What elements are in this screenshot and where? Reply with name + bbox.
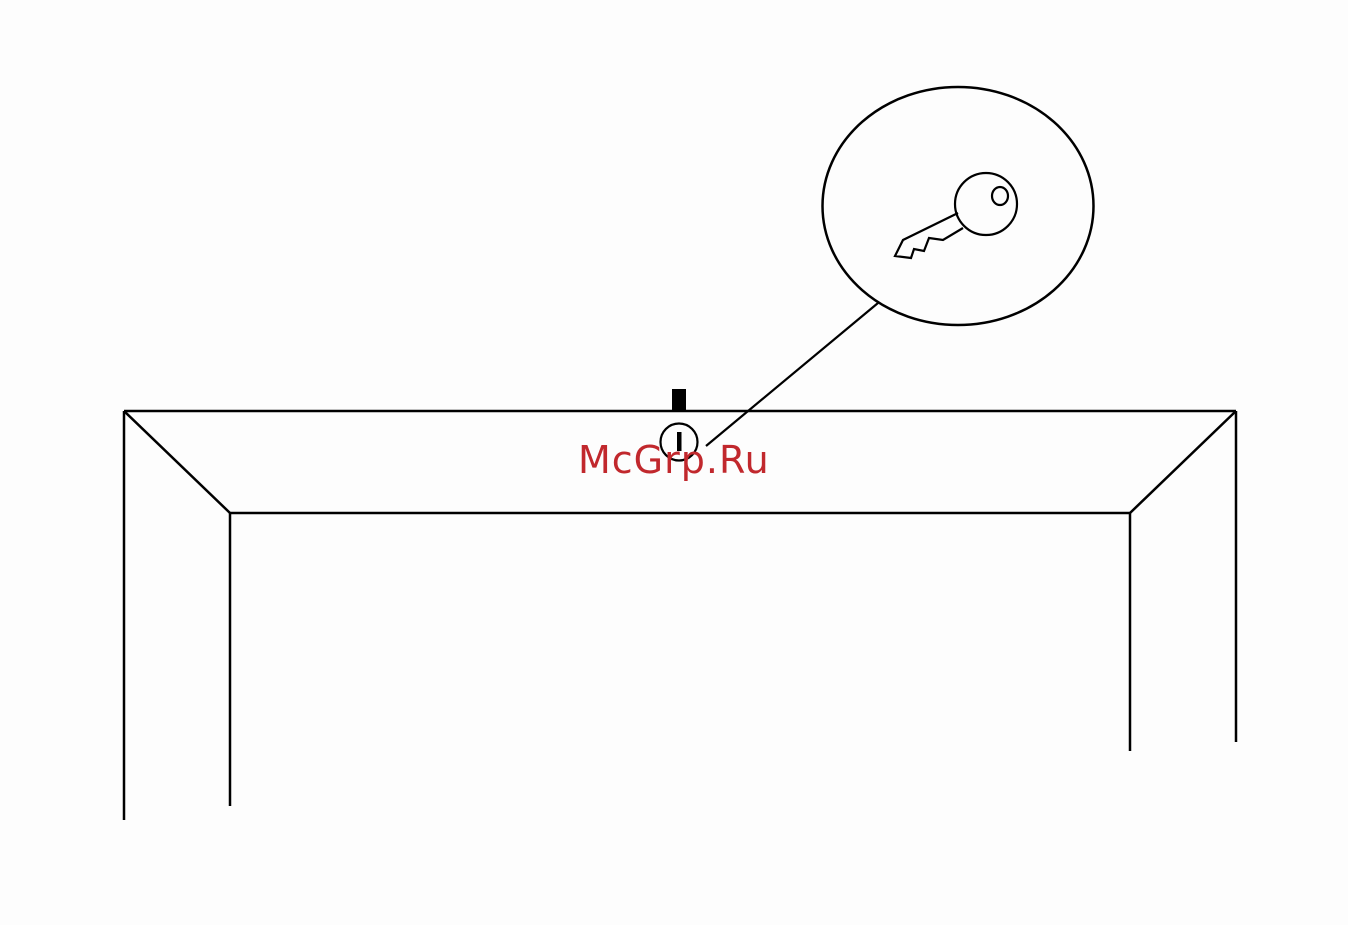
magnified-callout — [823, 87, 1094, 325]
latch-tab — [672, 389, 686, 411]
frame-inner — [230, 513, 1130, 806]
key-icon — [895, 173, 1017, 258]
watermark-text: McGrp.Ru — [578, 441, 770, 479]
frame-right-mitre — [1130, 411, 1236, 513]
frame-left-mitre — [124, 411, 230, 513]
callout-leader-line — [706, 303, 878, 446]
